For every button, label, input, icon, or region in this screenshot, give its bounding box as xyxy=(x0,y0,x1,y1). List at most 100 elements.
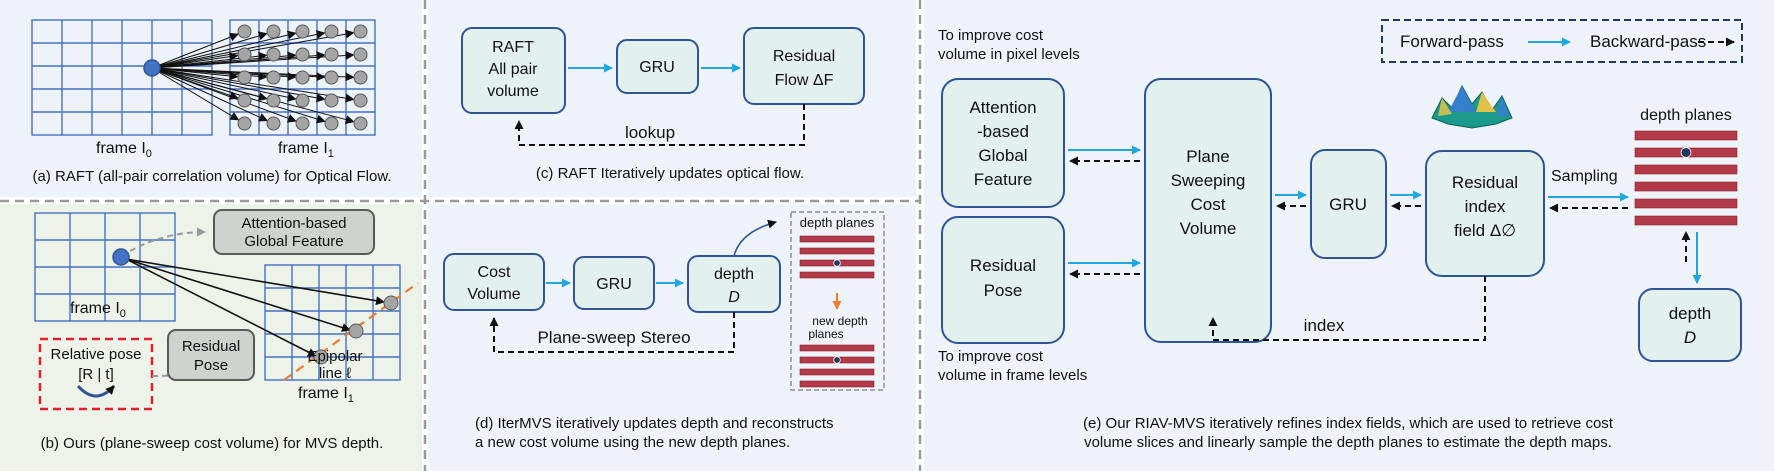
cost-volume-e-label-2: Sweeping xyxy=(1171,171,1246,190)
residual-pose-label-2: Pose xyxy=(194,357,228,374)
pose-matrix: [R | t] xyxy=(78,366,114,383)
correlation-arrow xyxy=(151,51,355,69)
candidate-pixel xyxy=(237,93,252,108)
raft-label-3: volume xyxy=(487,83,539,100)
depth-plane xyxy=(1634,181,1738,192)
cost-volume-e-label-1: Plane xyxy=(1186,147,1229,166)
depth-plane xyxy=(1634,215,1738,226)
epipolar-point-2 xyxy=(348,323,364,339)
depth-label-d-1: depth xyxy=(714,266,754,283)
relative-pose-label: Relative pose xyxy=(51,346,142,363)
correlation-arrow xyxy=(151,30,297,69)
depth-to-planes-arrow xyxy=(733,219,777,257)
gru-box-e xyxy=(1310,149,1387,259)
candidate-pixel xyxy=(295,93,310,108)
candidate-pixel xyxy=(295,70,310,85)
panel-c-caption: (c) RAFT Iteratively updates optical flo… xyxy=(536,165,804,182)
candidate-pixel xyxy=(324,47,339,62)
plane-sweep-label: Plane-sweep Stereo xyxy=(537,328,690,347)
residual-pose-box-b xyxy=(167,329,255,381)
depth-e-label-1: depth xyxy=(1669,304,1712,323)
cost-volume-e-label-3: Cost xyxy=(1191,195,1226,214)
depth-plane xyxy=(799,344,875,352)
relative-pose-box xyxy=(38,337,154,411)
panel-a-caption: (a) RAFT (all-pair correlation volume) f… xyxy=(33,168,392,185)
cost-volume-box-e xyxy=(1144,78,1272,343)
residual-flow-label-2: Flow ΔF xyxy=(775,72,834,89)
candidate-pixel xyxy=(353,24,368,39)
improve-pixel-label-1: To improve cost xyxy=(938,27,1044,44)
residual-index-label-3: field Δ∅ xyxy=(1454,221,1516,240)
panel-a: frame I0 frame I1 (a) RAFT (all-pair cor… xyxy=(31,19,392,185)
residual-index-label-2: index xyxy=(1465,197,1506,216)
cost-volume-label-2: Volume xyxy=(467,286,520,303)
depth-plane xyxy=(1634,164,1738,175)
candidate-pixel xyxy=(324,24,339,39)
improve-pixel-label-2: volume in pixel levels xyxy=(938,46,1080,63)
frame0-label: frame I0 xyxy=(96,140,152,160)
depth-plane xyxy=(1634,130,1738,141)
correlation-arrow xyxy=(151,32,239,69)
query-pixel-b xyxy=(112,248,130,266)
panel-e-caption-1: (e) Our RIAV-MVS iteratively refines ind… xyxy=(1083,415,1614,432)
attention-feature-box xyxy=(941,78,1065,208)
candidate-pixel xyxy=(353,47,368,62)
epipolar-point-3 xyxy=(313,349,329,365)
candidate-pixel xyxy=(266,116,281,131)
rotation-arrow xyxy=(76,384,116,398)
new-depth-planes-label-2: planes xyxy=(808,327,843,341)
correlation-arrow xyxy=(151,67,297,123)
epipolar-label-2: line ℓ xyxy=(319,365,352,382)
residual-index-label-1: Residual xyxy=(1452,173,1518,192)
candidate-pixel xyxy=(266,93,281,108)
correlation-arrow xyxy=(151,67,326,103)
residual-pose-label-1: Residual xyxy=(182,338,240,355)
gru-box-d xyxy=(573,256,655,310)
depth-plane xyxy=(799,247,875,255)
depth-planes-label-d: depth planes xyxy=(800,215,875,230)
depth-plane xyxy=(799,368,875,376)
attention-label-2: -based xyxy=(977,122,1029,141)
attention-label-1: Attention xyxy=(969,98,1036,117)
cost-volume-box-d xyxy=(443,253,545,311)
residual-flow-label-1: Residual xyxy=(773,48,835,65)
panel-b: frame I0 Attention-based Global Feature … xyxy=(34,209,419,452)
candidate-pixel xyxy=(353,70,368,85)
candidate-pixel xyxy=(353,93,368,108)
correlation-arrow xyxy=(151,67,240,121)
cost-volume-label-1: Cost xyxy=(478,264,511,281)
depth-planes-top xyxy=(799,235,875,279)
gru-label-d: GRU xyxy=(596,276,632,293)
depth-plane xyxy=(799,271,875,279)
depth-planes-bottom xyxy=(799,344,875,388)
correlation-arrow xyxy=(151,29,355,69)
raft-label-1: RAFT xyxy=(492,39,534,56)
frame1-label-b: frame I1 xyxy=(298,385,354,405)
legend-backward-label: Backward-pass xyxy=(1590,32,1706,51)
candidate-pixel xyxy=(266,70,281,85)
candidate-pixel xyxy=(295,24,310,39)
improve-frame-label-2: volume in frame levels xyxy=(938,367,1087,384)
lookup-label: lookup xyxy=(625,123,675,142)
index-label: index xyxy=(1304,316,1345,335)
gru-label-c: GRU xyxy=(639,59,675,76)
index-feedback-arrow xyxy=(1208,276,1486,341)
panel-d-caption-2: a new cost volume using the new depth pl… xyxy=(475,434,790,451)
global-feature-box xyxy=(213,209,375,255)
residual-flow-box xyxy=(743,27,865,105)
correlation-arrow xyxy=(151,31,268,69)
panel-d-caption-1: (d) IterMVS iteratively updates depth an… xyxy=(475,415,834,432)
correlation-arrow xyxy=(151,67,355,124)
lookup-feedback-arrow xyxy=(514,104,805,146)
residual-pose-box-e xyxy=(941,216,1065,344)
frame1-label: frame I1 xyxy=(278,140,334,160)
panel-d: Cost Volume GRU depth D Plane-sweep Ster… xyxy=(443,211,885,451)
cost-volume-e-label-4: Volume xyxy=(1180,219,1237,238)
residual-pose-e-label-1: Residual xyxy=(970,256,1036,275)
candidate-pixel xyxy=(237,70,252,85)
candidate-pixel xyxy=(324,116,339,131)
panel-e-caption-2: volume slices and linearly sample the de… xyxy=(1084,434,1612,451)
improve-frame-label-1: To improve cost xyxy=(938,348,1044,365)
epipolar-point-1 xyxy=(383,295,399,311)
attention-label-3: Global xyxy=(978,146,1027,165)
